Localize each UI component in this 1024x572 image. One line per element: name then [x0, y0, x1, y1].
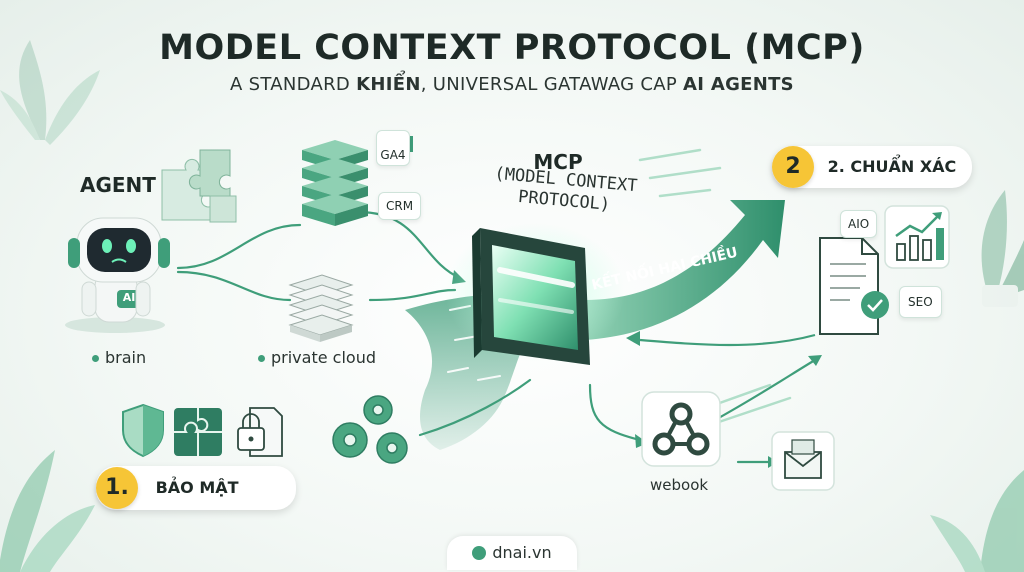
security-badge: 1.	[96, 467, 138, 509]
accuracy-pill: 2 2. CHUẨN XÁC	[772, 146, 972, 188]
ga4-tag-label: GA4	[380, 148, 406, 162]
brain-label: brain	[105, 348, 147, 367]
ai-chip-label: AI	[122, 291, 136, 304]
plant-left-icon	[0, 40, 100, 145]
footer-site-link[interactable]: dnai.vn	[492, 543, 552, 562]
shield-icon	[122, 403, 164, 458]
email-icon	[771, 431, 835, 491]
puzzle-security-icon	[174, 408, 222, 456]
security-pill: 1. BẢO MẬT	[96, 466, 296, 510]
accuracy-label: 2. CHUẨN XÁC	[827, 157, 957, 176]
robot-agent-icon	[65, 217, 170, 333]
aio-tag: AIO	[840, 210, 878, 238]
subtitle-text-2: , UNIVERSAL GATAWAG CAP	[420, 74, 684, 95]
plant-bottom-right-icon	[930, 470, 1024, 572]
ga4-tag: GA4	[376, 130, 410, 166]
plant-right-icon	[981, 190, 1024, 307]
subtitle-bold-1: KHIỂN	[356, 74, 421, 95]
page-subtitle: A STANDARD KHIỂN, UNIVERSAL GATAWAG CAP …	[0, 74, 1024, 95]
subtitle-text-1: A STANDARD	[230, 74, 357, 95]
agent-label: AGENT	[80, 173, 156, 197]
puzzle-icon	[161, 149, 237, 223]
bullet-dot	[258, 355, 265, 362]
private-cloud-label: private cloud	[271, 348, 376, 367]
webhook-label: webook	[650, 476, 709, 494]
gears-icon	[332, 395, 408, 464]
lock-document-icon	[237, 407, 283, 457]
security-label: BẢO MẬT	[155, 478, 239, 497]
page-title: MODEL CONTEXT PROTOCOL (MCP)	[159, 28, 865, 68]
plant-bottom-left-icon	[0, 450, 95, 572]
server-stack-icon	[302, 140, 368, 226]
two-way-arrow	[585, 200, 785, 340]
report-document-icon	[819, 237, 889, 335]
mcp-device-icon	[445, 222, 625, 365]
document-stack-icon	[288, 274, 354, 342]
private-cloud-caption: private cloud	[258, 348, 376, 367]
webhook-icon	[641, 391, 721, 467]
crm-tag: CRM	[378, 192, 422, 220]
mcp-title: MCP	[533, 150, 583, 174]
footer-site-badge[interactable]: dnai.vn	[447, 536, 577, 570]
bullet-dot	[92, 355, 99, 362]
globe-icon	[472, 545, 487, 560]
return-arrowhead	[626, 331, 640, 346]
growth-chart-icon	[884, 205, 950, 269]
return-arrow-line	[639, 333, 816, 347]
seo-tag: SEO	[899, 286, 942, 318]
brain-caption: brain	[92, 348, 146, 367]
accuracy-badge: 2	[772, 146, 814, 188]
subtitle-bold-2: AI AGENTS	[683, 74, 794, 95]
